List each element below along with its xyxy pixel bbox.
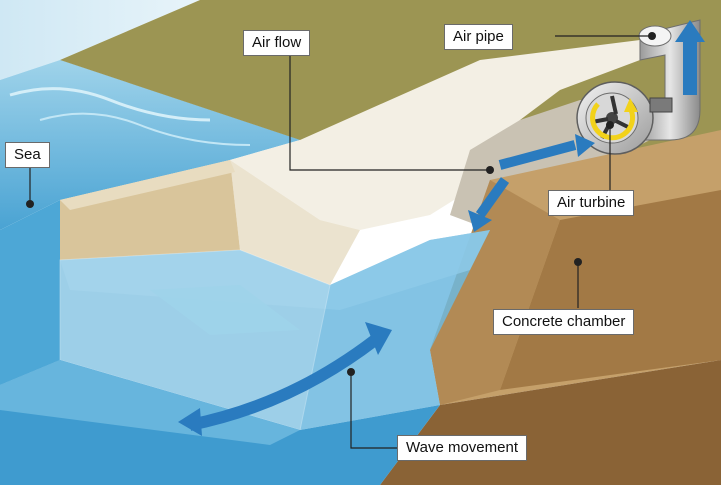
air-turbine-label: Air turbine [548,190,635,216]
sea-foreground-surface [0,360,300,445]
concrete-roof-front [230,160,360,285]
sea-wave-line [39,112,251,146]
air-pipe-up-arrow [675,20,705,95]
concrete-chamber-leader-dot [574,258,582,266]
wave-arrowhead-inward [365,322,392,355]
air-turbine-leader-dot [606,121,614,129]
air-pipe-leader-dot [648,32,656,40]
submerged-lip [150,285,300,335]
air-flow-leader-dot [486,166,494,174]
air-flow-arrow-in [498,140,577,170]
far-sea [0,0,200,80]
air-pipe-label: Air pipe [444,24,513,50]
air-flow-leader [289,55,490,171]
chamber-front-glass [59,249,331,431]
wave-movement-label: Wave movement [397,435,527,461]
sea-left-face [0,200,60,385]
wave-movement-leader [350,372,397,449]
chamber-wall-top [60,160,235,210]
sea-leader-dot [26,200,34,208]
chamber-back-wall [60,160,240,260]
turbine-blades [591,95,631,139]
air-flow-arrowhead-down [468,210,492,232]
wave-arrowhead-outward [178,408,202,436]
wave-movement-arrow [188,335,379,431]
concrete-chamber-side [430,180,560,405]
wave-movement-leader-dot [347,368,355,376]
air-flow-label: Air flow [243,30,311,56]
generator-shaft [649,97,673,113]
air-flow-arrow-down [475,177,510,218]
concrete-chamber-face [500,190,721,390]
turbine-rotation-arrowhead [624,98,638,112]
turbine-hub [606,112,618,124]
sea-label: Sea [5,142,50,168]
sea-wave-line [9,87,211,122]
air-flow-arrowhead-in [575,134,595,157]
concrete-roof [230,40,640,230]
sea-surface [0,60,300,230]
concrete-chamber-label: Concrete chamber [493,309,635,335]
